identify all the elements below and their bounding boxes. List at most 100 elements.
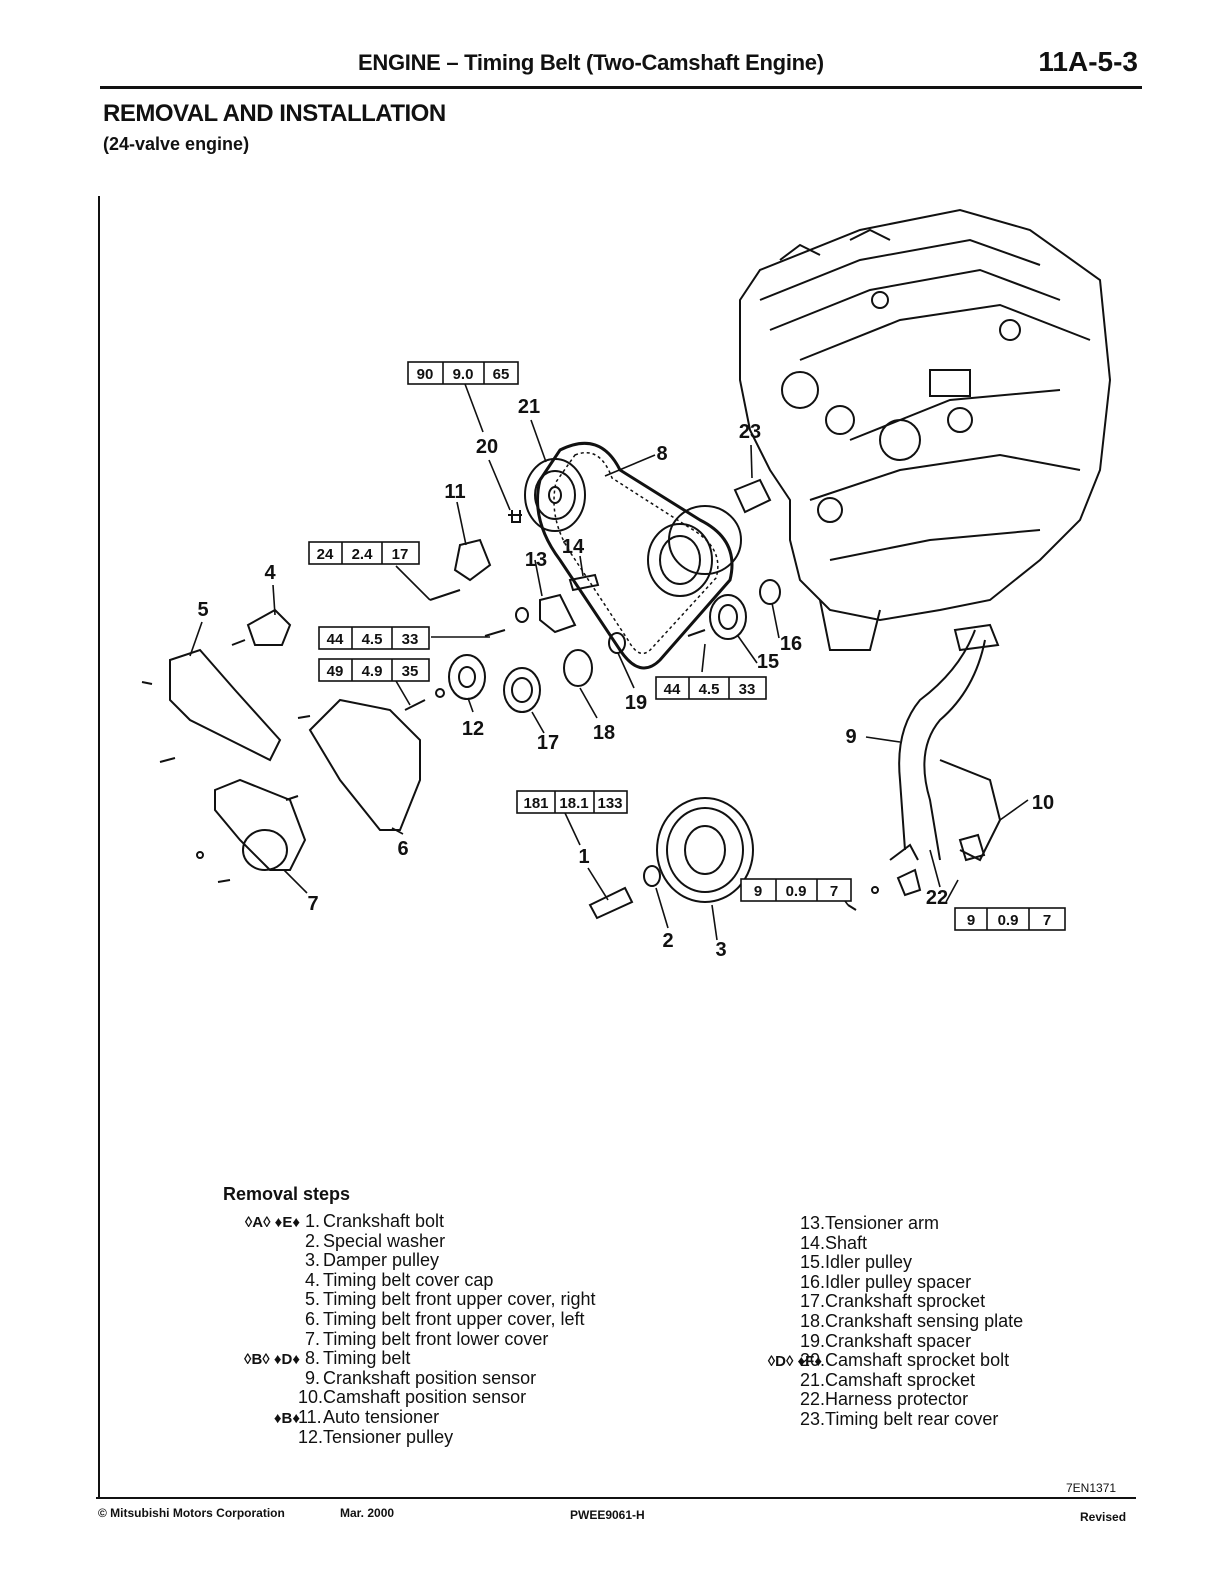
crankshaft-spacer-part [608, 632, 626, 654]
footer-document-number: PWEE9061-H [570, 1508, 645, 1522]
torque-spec-boxes [308, 361, 1066, 931]
callout-14: 14 [562, 536, 585, 558]
torque-value: 35 [402, 663, 419, 680]
list-item: 3.Damper pulley [220, 1251, 680, 1271]
step-number: 20. [800, 1350, 826, 1371]
step-text: Auto tensioner [323, 1406, 440, 1427]
torque-value: 4.5 [699, 681, 720, 698]
step-number: 4. [304, 1269, 320, 1290]
step-number: 8. [304, 1348, 320, 1369]
callout-20: 20 [476, 436, 498, 458]
callout-19: 19 [625, 692, 647, 714]
callout-22: 22 [926, 887, 948, 909]
callout-1: 1 [578, 846, 589, 868]
tensioner-arm-part [539, 593, 577, 634]
removal-steps-title: Removal steps [223, 1184, 351, 1204]
step-text: Crankshaft bolt [323, 1211, 445, 1231]
torque-value: 33 [402, 631, 419, 648]
torque-value: 181 [523, 795, 548, 812]
crankshaft-bolt-part [588, 886, 634, 920]
timing-belt-cover-cap-part [246, 608, 292, 646]
footer-revision-status: Revised [1080, 1510, 1127, 1524]
torque-value: 4.9 [362, 663, 383, 680]
step-text: Crankshaft sensing plate [825, 1310, 1024, 1331]
figure-code: 7EN1371 [1066, 1481, 1117, 1495]
list-item: 10.Camshaft position sensor [220, 1388, 680, 1408]
step-text: Camshaft sprocket [825, 1369, 976, 1390]
removal-steps-left: ◊A◊ ♦E♦1.Crankshaft bolt 2.Special washe… [220, 1211, 680, 1447]
callout-21: 21 [518, 396, 540, 418]
step-text: Timing belt cover cap [323, 1269, 494, 1290]
camshaft-sprocket-bolt-part [508, 510, 522, 523]
list-item: ◊A◊ ♦E♦1.Crankshaft bolt [220, 1211, 680, 1232]
step-text: Timing belt [323, 1348, 411, 1369]
section-subtitle: (24-valve engine) [103, 134, 250, 154]
auto-tensioner-part [453, 538, 492, 582]
step-text: Crankshaft position sensor [323, 1367, 537, 1388]
callout-9: 9 [845, 726, 856, 748]
footer-date: Mar. 2000 [340, 1506, 395, 1520]
step-text: Special washer [323, 1230, 446, 1251]
callout-7: 7 [307, 893, 318, 915]
list-item: 13.Tensioner arm [752, 1213, 1132, 1234]
callout-15: 15 [757, 651, 779, 673]
list-item: 16.Idler pulley spacer [752, 1272, 1132, 1293]
section-title: REMOVAL AND INSTALLATION [103, 100, 446, 127]
step-number: 1. [304, 1211, 320, 1231]
callout-16: 16 [780, 633, 802, 655]
step-number: 14. [800, 1232, 826, 1253]
step-text: Camshaft sprocket bolt [825, 1350, 1010, 1371]
callout-4: 4 [264, 562, 276, 584]
tensioner-pulley-part [448, 654, 486, 700]
crankshaft-sensing-plate-part [563, 649, 593, 687]
torque-value: 9 [967, 912, 975, 929]
torque-value: 133 [597, 795, 622, 812]
step-mark: ♦B♦ [273, 1409, 300, 1427]
torque-value: 7 [830, 883, 838, 900]
callout-13: 13 [525, 549, 547, 571]
callout-12: 12 [462, 718, 484, 740]
crankshaft-sprocket-part [503, 667, 541, 713]
list-item: 23.Timing belt rear cover [752, 1408, 1132, 1430]
step-text: Crankshaft sprocket [825, 1291, 986, 1312]
list-item: 15.Idler pulley [752, 1253, 1132, 1273]
torque-value: 2.4 [352, 546, 374, 563]
torque-value: 44 [664, 681, 681, 698]
callout-numbers: 1 2 3 4 5 6 7 8 9 10 11 12 13 14 15 16 1… [197, 396, 1054, 961]
step-number: 12. [298, 1426, 324, 1447]
camshaft-sprocket-right [647, 505, 742, 597]
camshaft-sprocket-left [524, 458, 586, 532]
step-mark: ◊D◊ ♦F♦ [767, 1353, 822, 1371]
front-upper-cover-left-part [308, 698, 421, 831]
page-header-title: ENGINE – Timing Belt (Two-Camshaft Engin… [358, 50, 824, 75]
footer-copyright: © Mitsubishi Motors Corporation [98, 1506, 285, 1520]
idler-pulley-part [709, 594, 747, 640]
list-item: 9.Crankshaft position sensor [220, 1367, 680, 1389]
step-number: 10. [298, 1387, 324, 1408]
callout-5: 5 [197, 599, 208, 621]
step-text: Timing belt rear cover [825, 1408, 999, 1429]
step-number: 18. [800, 1310, 826, 1331]
step-text: Timing belt front upper cover, right [323, 1289, 596, 1310]
step-text: Harness protector [825, 1389, 969, 1410]
callout-18: 18 [593, 722, 615, 744]
callout-11: 11 [444, 481, 465, 503]
list-item: ♦B♦11.Auto tensioner [220, 1406, 680, 1428]
step-number: 5. [304, 1289, 320, 1310]
step-number: 11. [298, 1406, 322, 1427]
page-number: 11A-5-3 [1038, 46, 1138, 77]
header-rule [100, 86, 1142, 89]
list-item: ◊D◊ ♦F♦20.Camshaft sprocket bolt [752, 1351, 1132, 1371]
footer-rule [96, 1497, 1136, 1499]
step-number: 13. [800, 1213, 826, 1233]
special-washer-part [643, 865, 661, 887]
torque-value: 9 [754, 883, 762, 900]
step-text: Camshaft position sensor [323, 1387, 527, 1408]
torque-value: 9.0 [453, 366, 474, 383]
step-number: 23. [800, 1408, 826, 1429]
step-text: Idler pulley [825, 1252, 913, 1273]
torque-value: 0.9 [998, 912, 1019, 929]
torque-value: 4.5 [362, 631, 383, 648]
step-text: Tensioner pulley [323, 1426, 454, 1447]
